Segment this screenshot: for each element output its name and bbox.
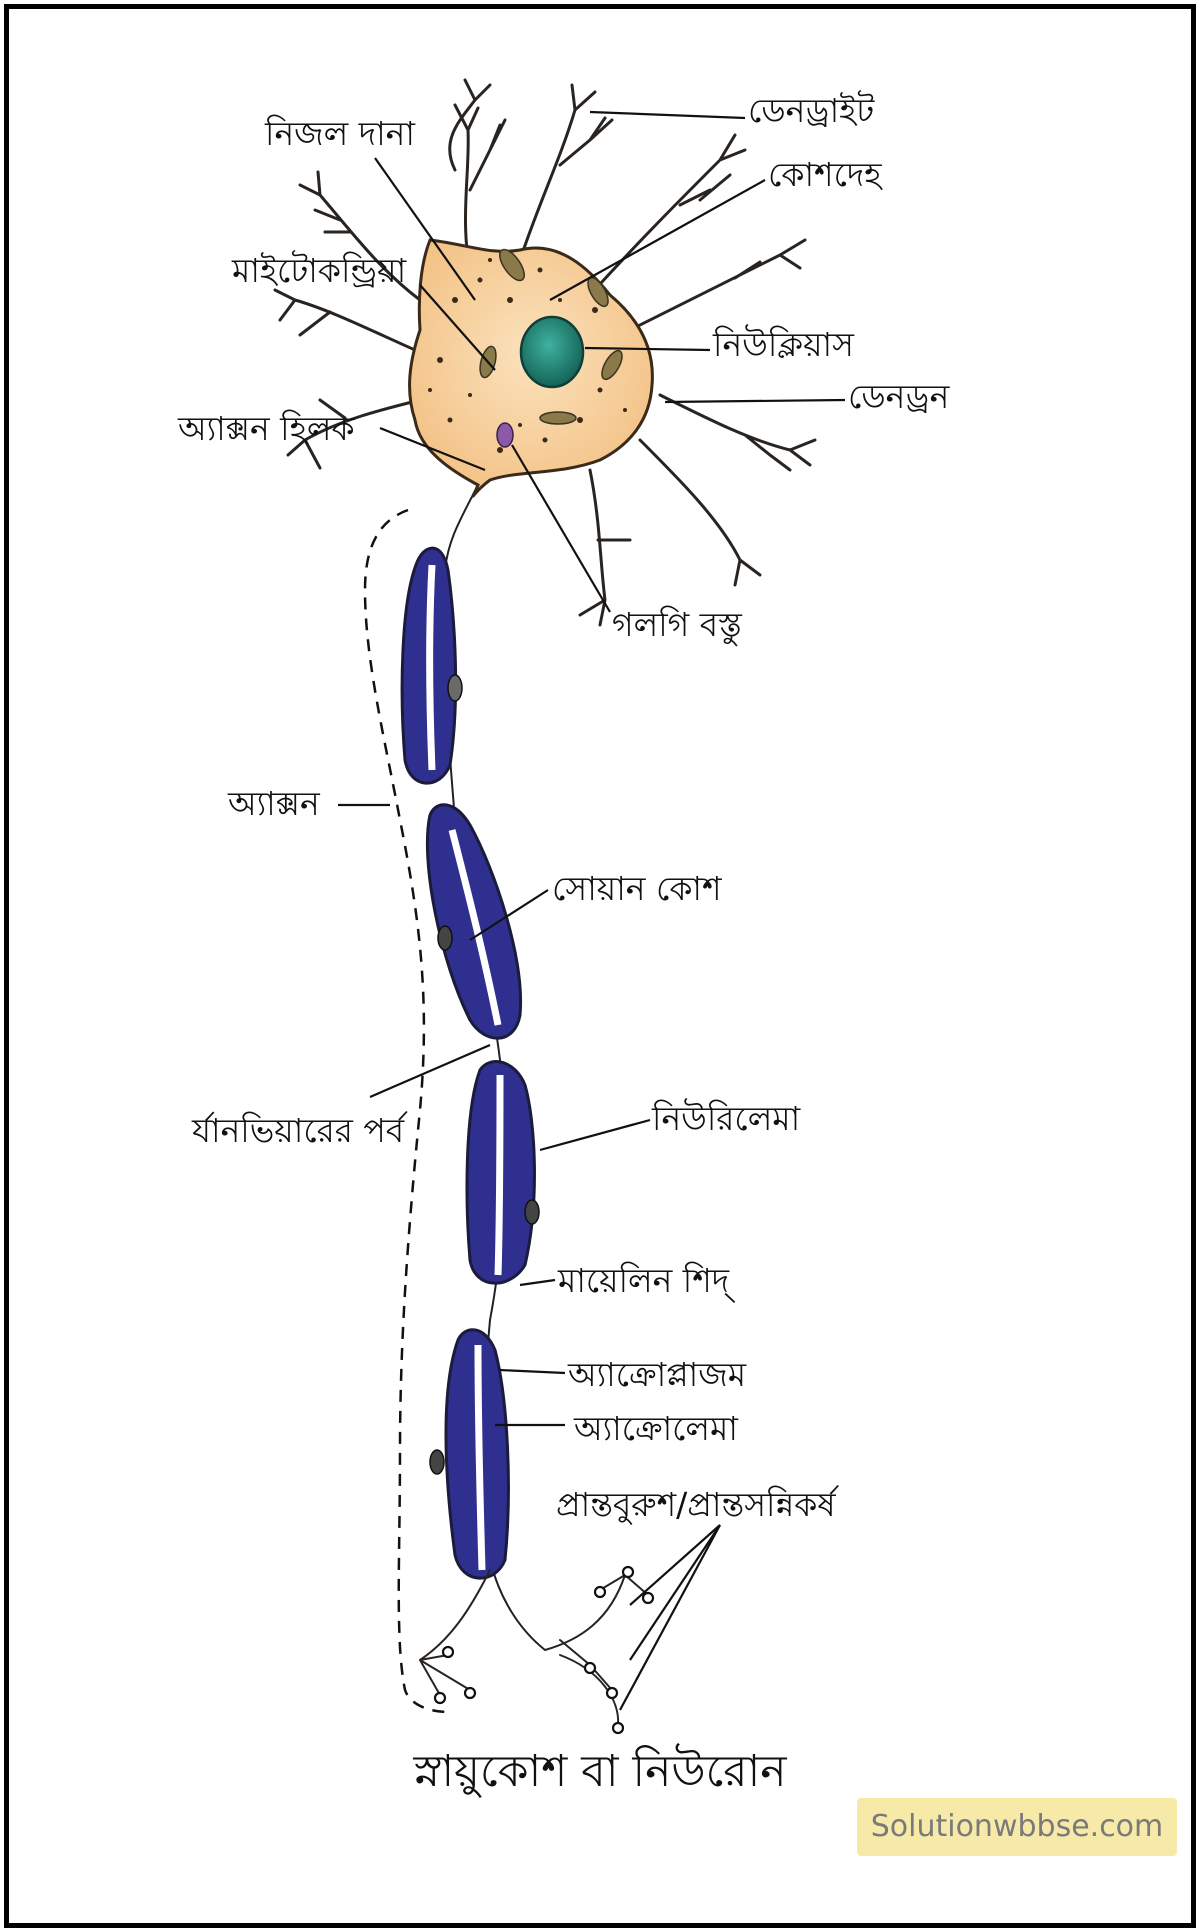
label-axon-hillock: অ্যাক্সন হিলক: [177, 409, 356, 448]
label-terminal-brush: প্রান্তবুরুশ/প্রান্তসন্নিকর্ষ: [556, 1485, 840, 1525]
axon-bracket: [363, 508, 449, 1714]
label-neurilemma: নিউরিলেমা: [651, 1098, 801, 1138]
myelin-segment: [429, 1328, 510, 1580]
label-axoplasm: অ্যাক্রোপ্লাজম: [567, 1355, 747, 1394]
label-axolemma: অ্যাক্রোলেমা: [573, 1409, 738, 1448]
label-nissl-granules: নিজল দানা: [264, 114, 415, 153]
golgi-body: [496, 422, 514, 448]
label-node-of-ranvier: র্যানভিয়ারের পর্ব: [191, 1111, 408, 1150]
label-mitochondria: মাইটোকন্ড্রিয়া: [231, 250, 407, 290]
label-axon: অ্যাক্সন: [227, 784, 321, 823]
leader-lines: [338, 110, 846, 1711]
label-golgi-body: গলগি বস্তু: [612, 605, 743, 646]
terminal-branches: [419, 1569, 649, 1726]
label-dendron: ডেনড্রন: [848, 377, 951, 416]
label-dendrite: ডেনড্রাইট: [748, 90, 875, 130]
watermark: Solutionwbbse.com: [857, 1798, 1177, 1856]
label-nucleus: নিউক্লিয়াস: [712, 324, 855, 364]
terminal-knobs: [433, 1565, 655, 1735]
label-schwann-cell: সোয়ান কোশ: [552, 869, 722, 908]
myelin-sheath-segments: [400, 546, 540, 1580]
label-myelin-sheath: মায়েলিন শিদ্: [557, 1261, 736, 1303]
label-cell-body: কোশদেহ: [768, 155, 883, 194]
labels: নিজল দানা ডেনড্রাইট কোশদেহ মাইটোকন্ড্রিয…: [177, 90, 951, 1525]
figure-title: স্নায়ুকোশ বা নিউরোন: [412, 1743, 787, 1797]
watermark-text: Solutionwbbse.com: [870, 1809, 1164, 1844]
dendrites: [273, 78, 817, 627]
cell-body: [408, 238, 654, 498]
nucleus: [519, 315, 585, 389]
